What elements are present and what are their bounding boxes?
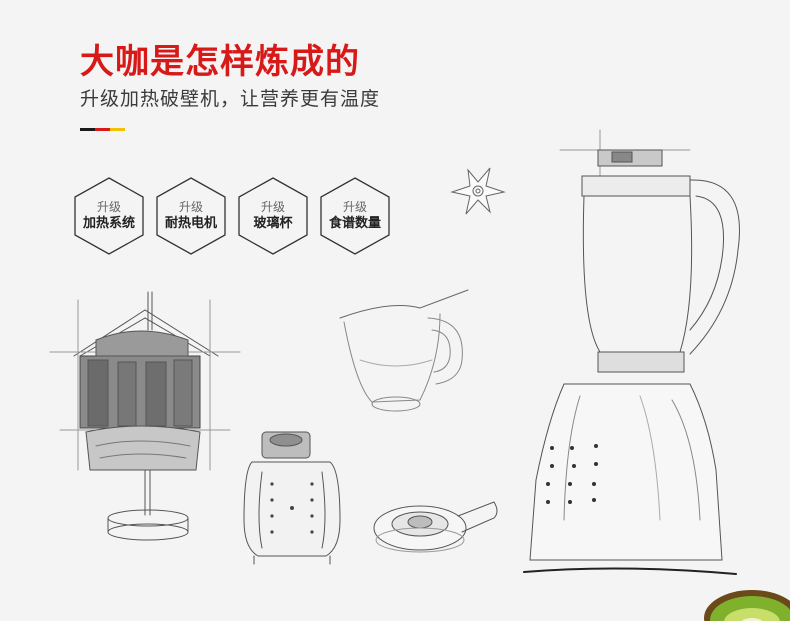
accent-yellow (110, 128, 125, 131)
feature-bottom-label: 玻璃杯 (253, 216, 293, 231)
accent-divider (80, 128, 125, 131)
blender-machine-icon (523, 129, 740, 575)
hexagon-icon (238, 177, 308, 255)
feature-top-label: 升级 (96, 200, 121, 214)
feature-glass-cup: 升级 玻璃杯 (237, 176, 309, 256)
feature-heat-resistant-motor: 升级 耐热电机 (155, 176, 227, 256)
kiwi-fruit-icon (704, 590, 790, 621)
heating-motor-icon (49, 291, 241, 541)
feature-top-label: 升级 (342, 200, 367, 214)
lid-ring-icon (373, 501, 498, 553)
feature-top-label: 升级 (178, 200, 203, 214)
control-panel-icon (546, 444, 598, 504)
accent-red (95, 128, 110, 131)
blade-assembly-icon (450, 167, 506, 215)
feature-heating-system: 升级 加热系统 (73, 176, 145, 256)
feature-bottom-label: 食谱数量 (328, 216, 381, 231)
accent-black (80, 128, 95, 131)
feature-top-label: 升级 (260, 200, 285, 214)
page-title: 大咖是怎样炼成的 (80, 42, 360, 82)
feature-bottom-label: 加热系统 (82, 216, 135, 231)
feature-recipe-count: 升级 食谱数量 (319, 176, 391, 256)
feature-bottom-label: 耐热电机 (164, 216, 217, 231)
hexagon-icon (74, 177, 144, 255)
page-subtitle: 升级加热破壁机，让营养更有温度 (80, 88, 381, 110)
hexagon-icon (320, 177, 390, 255)
control-panel-icon (270, 482, 314, 534)
glass-jug-icon (339, 289, 469, 412)
hexagon-icon (156, 177, 226, 255)
feature-list: 升级 加热系统 升级 耐热电机 升级 玻璃杯 升级 食谱数量 (73, 176, 391, 256)
blender-base-icon (243, 431, 341, 565)
